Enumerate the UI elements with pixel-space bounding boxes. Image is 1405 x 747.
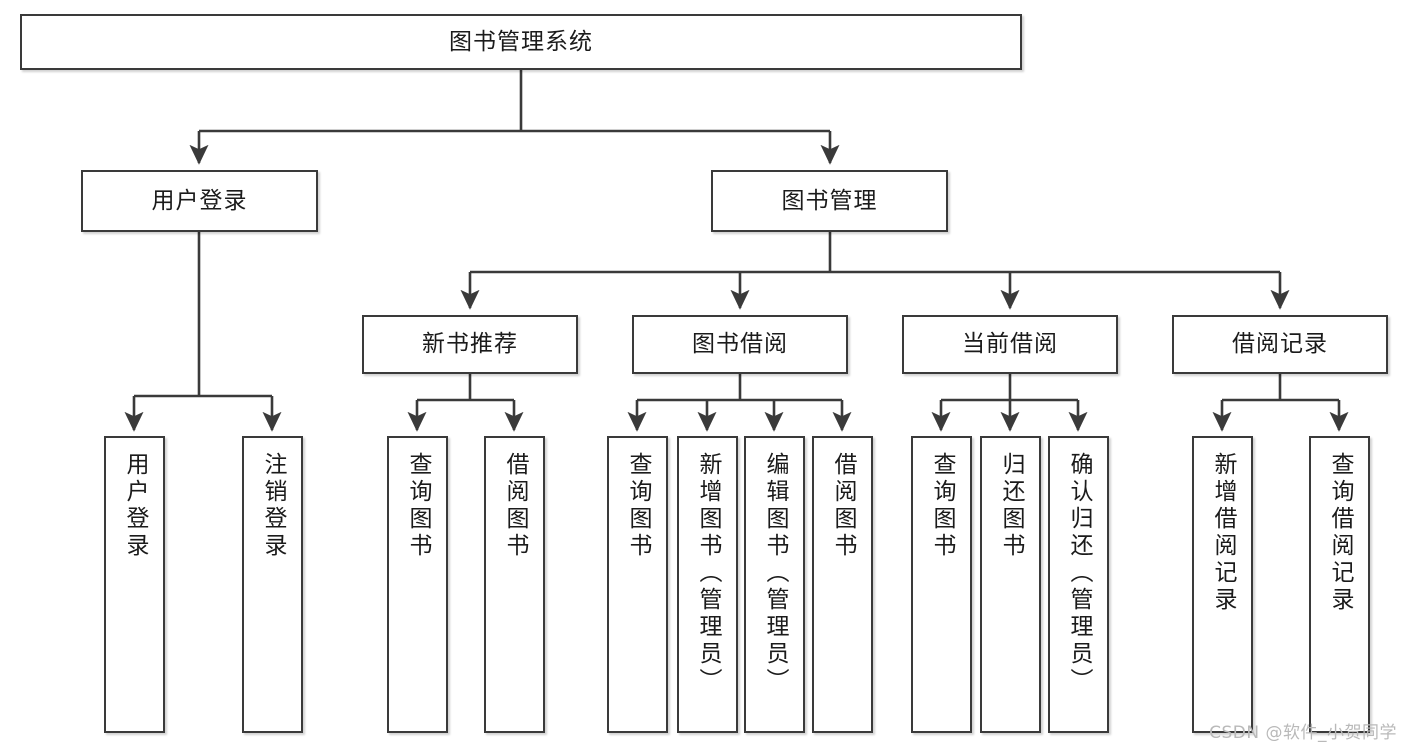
node-label: 用户登录 [151,187,248,214]
node-label: 查询图书 [929,452,955,560]
node-label: 借阅记录 [1232,331,1328,358]
node-label: 图书借阅 [692,331,788,358]
node-label: 当前借阅 [962,331,1058,358]
node-user-login[interactable]: 用户登录 [81,170,318,232]
node-label: 借阅图书 [502,452,528,560]
node-book-management[interactable]: 图书管理 [711,170,948,232]
node-label: 用户登录 [122,452,148,560]
node-label: 新书推荐 [422,331,518,358]
leaf-book-borrow-borrow[interactable]: 借阅图书 [812,436,873,733]
leaf-current-borrow-query[interactable]: 查询图书 [911,436,972,733]
leaf-book-borrow-add[interactable]: 新增图书（管理员） [677,436,738,733]
leaf-current-borrow-confirm-return[interactable]: 确认归还（管理员） [1048,436,1109,733]
node-book-management-system[interactable]: 图书管理系统 [20,14,1022,70]
node-label: 图书管理 [781,187,878,214]
leaf-user-login-logout[interactable]: 注销登录 [242,436,303,733]
node-current-borrow[interactable]: 当前借阅 [902,315,1118,374]
node-label: 查询图书 [405,452,431,560]
leaf-borrow-record-query[interactable]: 查询借阅记录 [1309,436,1370,733]
leaf-borrow-record-add[interactable]: 新增借阅记录 [1192,436,1253,733]
node-label: 查询借阅记录 [1327,452,1353,614]
node-label: 新增借阅记录 [1210,452,1236,614]
node-label: 借阅图书 [830,452,856,560]
leaf-user-login-login[interactable]: 用户登录 [104,436,165,733]
leaf-current-borrow-return[interactable]: 归还图书 [980,436,1041,733]
node-label: 新增图书（管理员） [695,452,721,695]
node-borrow-record[interactable]: 借阅记录 [1172,315,1388,374]
node-label: 归还图书 [998,452,1024,560]
leaf-book-borrow-query[interactable]: 查询图书 [607,436,668,733]
leaf-book-borrow-edit[interactable]: 编辑图书（管理员） [744,436,805,733]
node-label: 图书管理系统 [449,28,593,55]
node-label: 编辑图书（管理员） [762,452,788,695]
node-book-borrow[interactable]: 图书借阅 [632,315,848,374]
node-new-book-recommend[interactable]: 新书推荐 [362,315,578,374]
leaf-new-book-borrow[interactable]: 借阅图书 [484,436,545,733]
leaf-new-book-query[interactable]: 查询图书 [387,436,448,733]
node-label: 查询图书 [625,452,651,560]
watermark-text: CSDN @软件_小贺同学 [1209,723,1397,743]
node-label: 注销登录 [260,452,286,560]
node-label: 确认归还（管理员） [1066,452,1092,695]
